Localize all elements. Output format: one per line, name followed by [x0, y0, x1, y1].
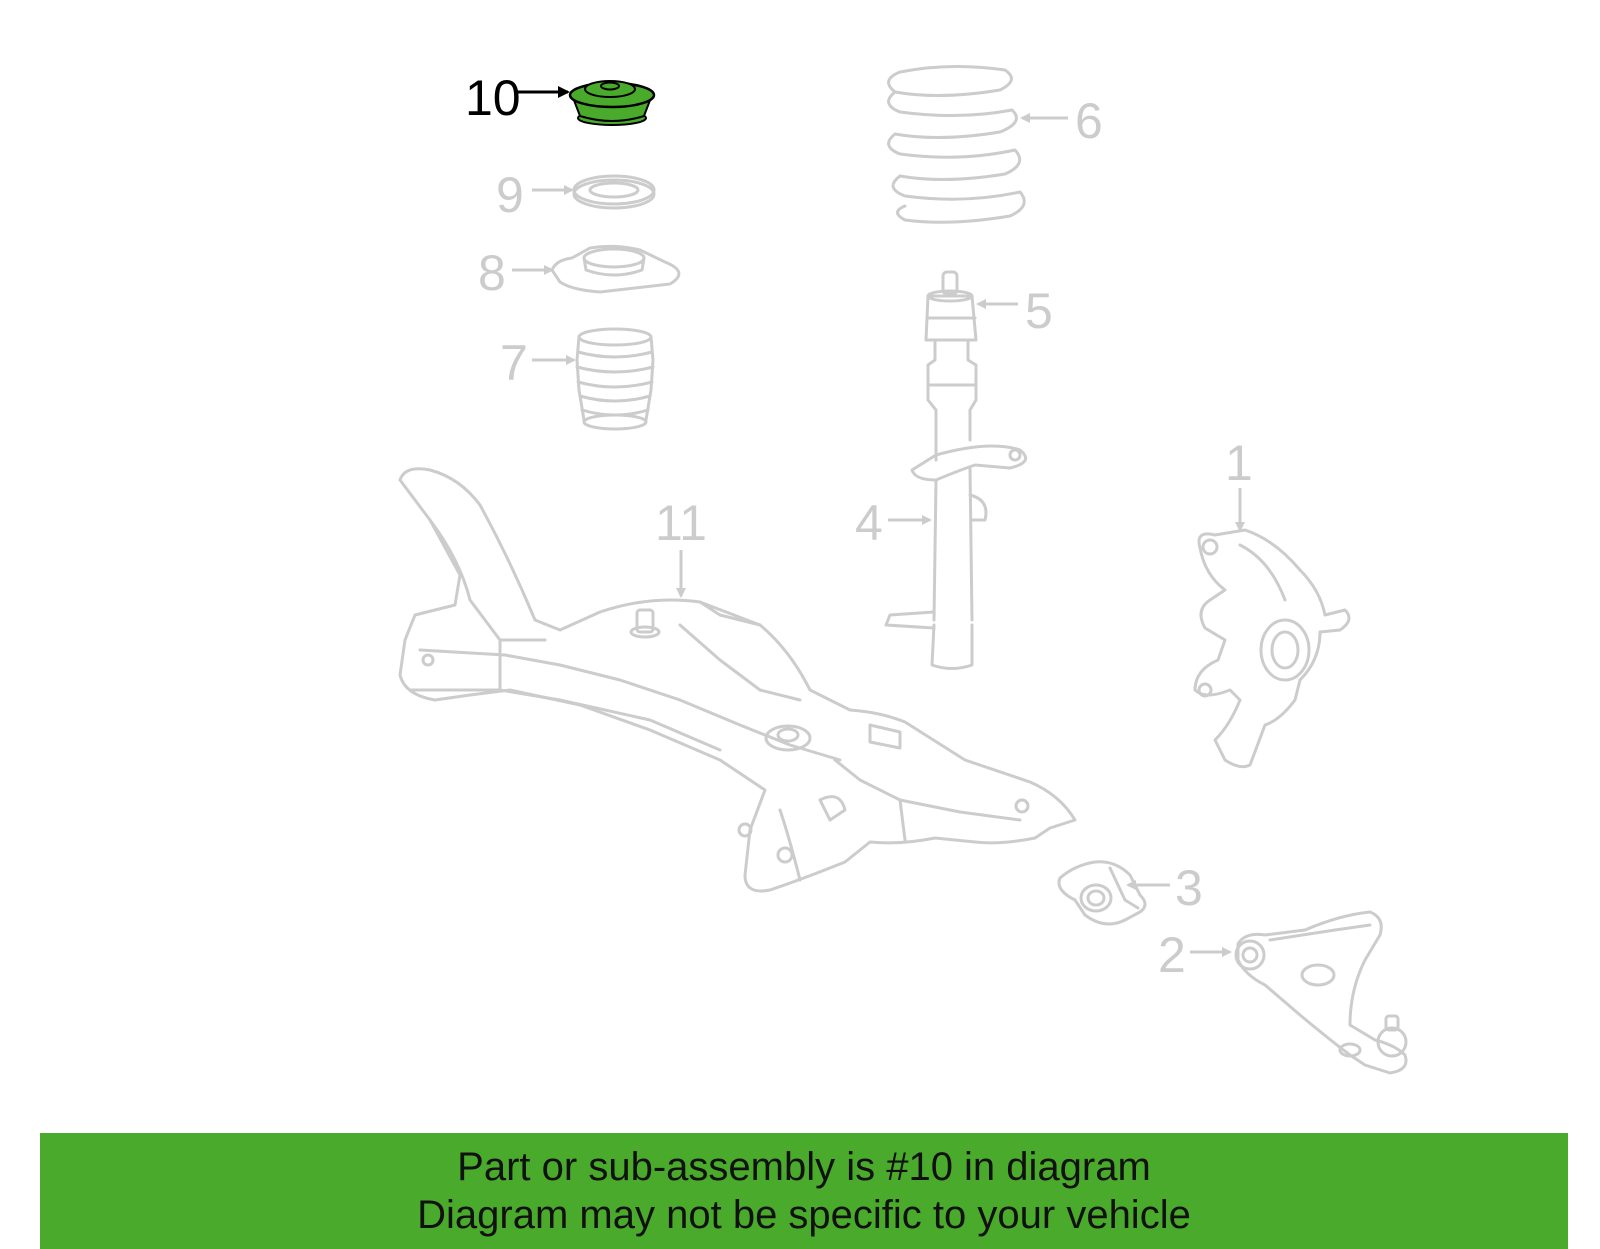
part-8-insulator[interactable]: 8 [478, 244, 681, 301]
part-11-subframe[interactable]: 11 [398, 467, 1077, 893]
part-label-11: 11 [655, 495, 707, 551]
part-5-dust-cover[interactable]: 5 [924, 270, 1053, 342]
parts-diagram: 10 9 8 7 [398, 64, 1408, 1075]
strut-icon [884, 340, 1028, 670]
part-label-8: 8 [478, 245, 506, 301]
bushing-icon [1057, 860, 1147, 926]
part-label-7: 7 [500, 335, 528, 391]
control-arm-icon [1234, 910, 1408, 1075]
footer-banner: Part or sub-assembly is #10 in diagram D… [40, 1133, 1568, 1249]
part-7-boot[interactable]: 7 [500, 327, 655, 431]
boot-icon [575, 327, 655, 431]
part-label-9: 9 [496, 167, 524, 223]
part-4-strut[interactable]: 4 [855, 340, 1028, 670]
knuckle-icon [1193, 528, 1351, 769]
part-9-washer[interactable]: 9 [496, 167, 656, 223]
footer-line-disclaimer: Diagram may not be specific to your vehi… [417, 1193, 1191, 1237]
subframe-icon [398, 467, 1077, 893]
part-3-bushing[interactable]: 3 [1057, 860, 1203, 926]
part-6-coil-spring[interactable]: 6 [887, 64, 1103, 224]
part-2-control-arm[interactable]: 2 [1158, 910, 1408, 1075]
washer-icon [572, 174, 656, 210]
dust-cover-icon [924, 270, 978, 342]
strut-mount-icon [568, 80, 656, 126]
part-label-3: 3 [1175, 860, 1203, 916]
part-1-knuckle[interactable]: 1 [1193, 435, 1351, 769]
coil-spring-icon [887, 64, 1026, 224]
part-10-strut-mount[interactable]: 10 [465, 70, 656, 126]
part-label-5: 5 [1025, 283, 1053, 339]
part-label-2: 2 [1158, 927, 1186, 983]
insulator-icon [550, 244, 681, 294]
part-label-4: 4 [855, 495, 883, 551]
part-label-10: 10 [465, 70, 521, 126]
footer-line-part: Part or sub-assembly is #10 in diagram [457, 1145, 1151, 1189]
part-label-6: 6 [1075, 93, 1103, 149]
part-label-1: 1 [1225, 435, 1253, 491]
